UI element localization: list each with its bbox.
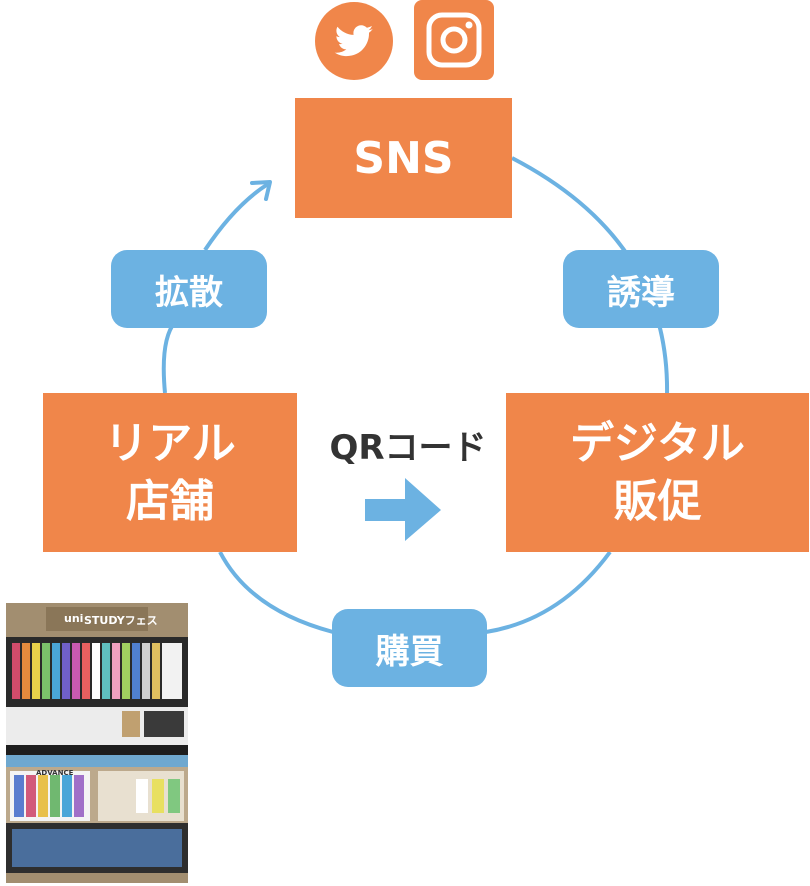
real-store-label: リアル 店舗 [104, 417, 236, 527]
real-store-node: リアル 店舗 [43, 393, 297, 552]
instagram-icon[interactable] [414, 0, 494, 80]
connector-spread-sns [203, 182, 270, 252]
sns-node: SNS [295, 98, 512, 218]
photo-banner-title: STUDYフェス [84, 614, 158, 627]
arrowhead-icon [250, 180, 272, 201]
qr-arrow-icon [365, 478, 441, 541]
connector-purchase-real [218, 551, 334, 634]
twitter-icon[interactable] [315, 2, 393, 80]
spread-label: 拡散 [111, 250, 267, 328]
sns-label: SNS [353, 132, 454, 184]
store-display-photo: uni STUDYフェス ADVANCE [6, 603, 188, 883]
photo-banner-brand: uni [64, 612, 84, 625]
photo-product-label: ADVANCE [36, 769, 74, 777]
spread-text: 拡散 [155, 272, 223, 313]
purchase-text: 購買 [375, 631, 444, 672]
digital-promo-node: デジタル 販促 [506, 393, 809, 552]
purchase-label: 購買 [332, 609, 487, 687]
guide-text: 誘導 [607, 272, 675, 313]
guide-label: 誘導 [563, 250, 719, 328]
digital-promo-label: デジタル 販促 [569, 417, 746, 527]
qr-code-label: QRコード [329, 428, 487, 468]
connector-real-spread [161, 320, 177, 394]
connector-digital-purchase [485, 550, 612, 634]
